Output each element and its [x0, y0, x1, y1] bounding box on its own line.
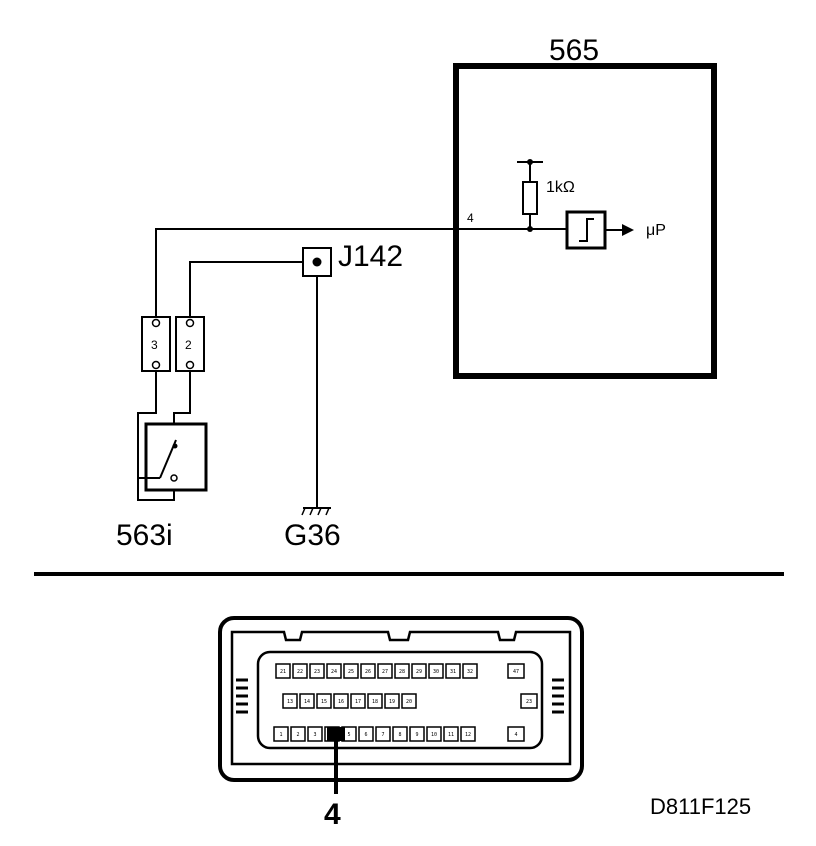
pin-number: 17 — [355, 699, 361, 705]
pin-number: 29 — [416, 669, 422, 675]
side-pin-cavity — [507, 726, 525, 742]
pin-number: 31 — [450, 669, 456, 675]
pin-cavity — [309, 663, 325, 679]
pin-number: 15 — [321, 699, 327, 705]
pin-number: 1 — [279, 732, 282, 738]
side-pin-number: 47 — [513, 669, 519, 675]
pin-number: 27 — [382, 669, 388, 675]
pin-cavity — [292, 663, 308, 679]
pullup-resistor: 1kΩ — [517, 159, 575, 232]
pin-number: 32 — [467, 669, 473, 675]
pin-cavity — [367, 693, 383, 709]
pin-cavity — [401, 693, 417, 709]
pin-cavity — [384, 693, 400, 709]
pin-number: 20 — [406, 699, 412, 705]
pin-number: 21 — [280, 669, 286, 675]
side-pin-cavity — [507, 663, 525, 679]
pin-number: 5 — [347, 732, 350, 738]
pin-number: 18 — [372, 699, 378, 705]
sensor-label: 563i — [116, 519, 173, 552]
pin-cavity — [350, 693, 366, 709]
pin-cavity — [326, 663, 342, 679]
pin-number: 26 — [365, 669, 371, 675]
side-pin-number: 4 — [514, 732, 517, 738]
pin-cavity — [343, 663, 359, 679]
pin-cavity — [460, 726, 476, 742]
intermediate-connector: 3 2 — [141, 316, 205, 372]
ground-label: G36 — [284, 519, 341, 552]
latch-right — [552, 678, 564, 714]
pin-cavity — [394, 663, 410, 679]
switch-563i: 563i — [116, 422, 208, 552]
pin-number: 24 — [331, 669, 337, 675]
pin-cavity — [443, 726, 459, 742]
pin-number: 3 — [313, 732, 316, 738]
side-pin-cavity — [520, 693, 538, 709]
figure-id: D811F125 — [650, 794, 751, 819]
connector-pin-2: 2 — [185, 338, 192, 352]
pin-cavity — [377, 663, 393, 679]
pin-number: 9 — [415, 732, 418, 738]
pin-cavity — [358, 726, 374, 742]
pin-cavity — [426, 726, 442, 742]
ecu-label: 565 — [549, 34, 599, 67]
pin-cavity — [275, 663, 291, 679]
pin-number: 10 — [431, 732, 437, 738]
side-pin-number: 23 — [526, 699, 532, 705]
pin-number: 16 — [338, 699, 344, 705]
highlighted-pin-4 — [327, 727, 345, 741]
pin-cavity — [290, 726, 306, 742]
pin-cavity — [316, 693, 332, 709]
pin-cavity — [299, 693, 315, 709]
wires — [137, 228, 567, 508]
pin-number: 30 — [433, 669, 439, 675]
pin-cavity — [411, 663, 427, 679]
resistor-label: 1kΩ — [546, 179, 575, 196]
pin-cavity — [392, 726, 408, 742]
pin-number: 8 — [398, 732, 401, 738]
pin-cavity — [333, 693, 349, 709]
output-label: μP — [646, 222, 666, 239]
ground-g36: G36 — [284, 507, 341, 552]
junction-label: J142 — [338, 240, 403, 273]
splice-j142: J142 — [302, 240, 403, 277]
pin-cavity — [462, 663, 478, 679]
ecu-pin-label: 4 — [467, 211, 474, 225]
pin-cavity — [282, 693, 298, 709]
pin-number: 11 — [448, 732, 454, 738]
pin-number: 22 — [297, 669, 303, 675]
pin-number: 14 — [304, 699, 310, 705]
output-arrow-icon — [622, 224, 634, 236]
latch-left — [236, 678, 248, 714]
connector-pin-3: 3 — [151, 338, 158, 352]
pin-cavity — [428, 663, 444, 679]
pin-number: 6 — [364, 732, 367, 738]
pin-number: 28 — [399, 669, 405, 675]
pin-cavity — [375, 726, 391, 742]
schmitt-trigger: μP — [565, 210, 666, 250]
pin-cavity — [360, 663, 376, 679]
pin-number: 25 — [348, 669, 354, 675]
pin-number: 7 — [381, 732, 384, 738]
pin-cavity — [409, 726, 425, 742]
pin-number: 2 — [296, 732, 299, 738]
pin-number: 13 — [287, 699, 293, 705]
pin-number: 19 — [389, 699, 395, 705]
ecu-565: 565 4 1kΩ μP — [453, 34, 717, 379]
pin-number: 12 — [465, 732, 471, 738]
pin-cavity — [273, 726, 289, 742]
pin-number: 23 — [314, 669, 320, 675]
pin-callout: 4 — [324, 798, 341, 831]
pin-cavity — [445, 663, 461, 679]
pin-cavity — [307, 726, 323, 742]
